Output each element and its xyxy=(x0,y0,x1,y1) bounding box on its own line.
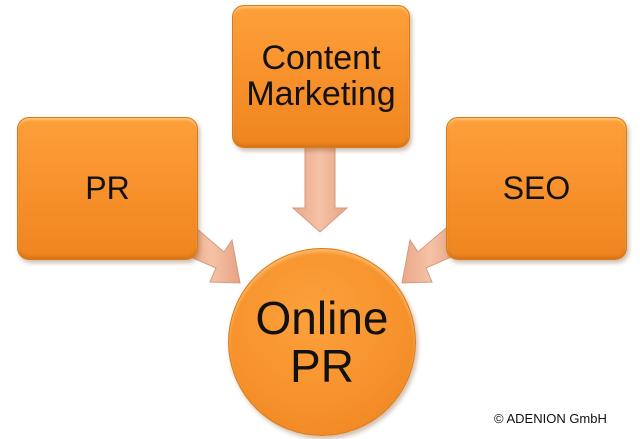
node-label-line: Online xyxy=(255,291,389,344)
node-label: SEO xyxy=(502,169,571,206)
arrow-down-icon xyxy=(291,145,349,233)
node-content-marketing: Content Marketing xyxy=(232,5,410,148)
node-label-line: PR xyxy=(290,340,354,392)
node-online-pr: Online PR xyxy=(228,248,416,436)
node-label-line: Content xyxy=(261,38,381,77)
node-label: PR xyxy=(85,169,130,206)
node-seo: SEO xyxy=(446,117,627,260)
node-pr: PR xyxy=(17,117,198,260)
copyright-notice: © ADENION GmbH xyxy=(494,411,607,426)
node-label-line: Marketing xyxy=(246,74,396,113)
